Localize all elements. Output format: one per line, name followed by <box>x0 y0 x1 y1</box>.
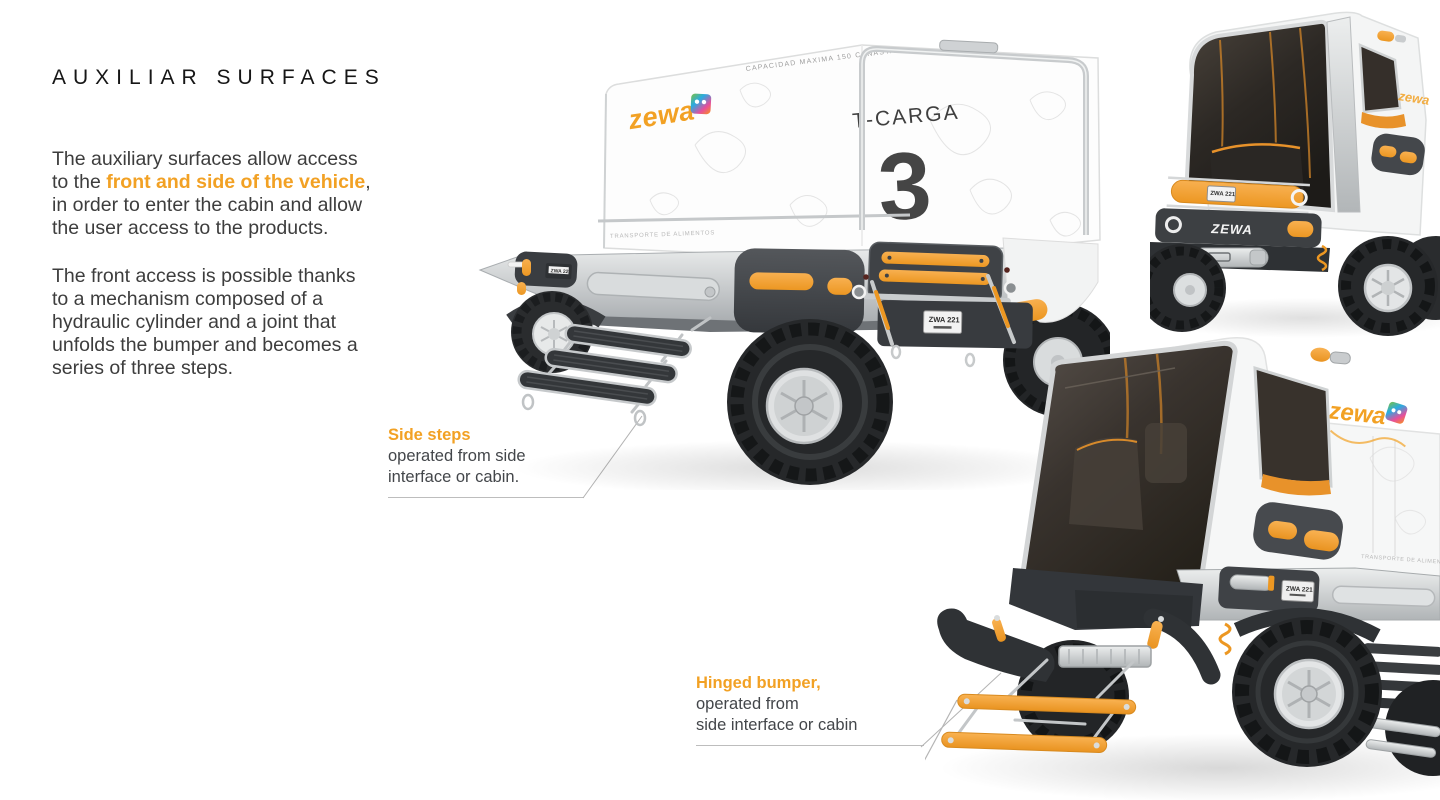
windshield-glass <box>1183 19 1336 213</box>
suspension-coil <box>1218 622 1232 656</box>
front-right-wheel <box>1338 236 1440 336</box>
page-title: AUXILIAR SURFACES <box>52 66 386 90</box>
intro-copy: The auxiliary surfaces allow access to t… <box>52 148 374 405</box>
p1-before: The auxiliary surfaces allow access to t… <box>52 148 358 193</box>
callout-hinged-bumper-line1: operated from <box>696 695 799 713</box>
tow-ring-right <box>1003 280 1019 296</box>
license-plate: ZWA 221 <box>1206 185 1237 203</box>
tow-ring-left <box>851 284 867 300</box>
side-accent-panel <box>733 248 865 334</box>
door-window <box>1253 365 1333 496</box>
svg-text:ZWA 221: ZWA 221 <box>929 315 960 325</box>
bumper-step-lower <box>941 731 1108 753</box>
support-cable <box>925 699 958 761</box>
rear-orange-bar-2 <box>878 269 991 286</box>
chassis: ZWA 221 <box>1009 566 1440 630</box>
rear-accent-panel <box>867 241 1004 305</box>
paragraph-1: The auxiliary surfaces allow access to t… <box>52 148 374 240</box>
svg-text:ZWA 221: ZWA 221 <box>1210 191 1236 198</box>
callout-side-steps: Side steps operated from side interface … <box>388 425 584 498</box>
rear-orange-bar-1 <box>881 251 990 267</box>
callout-hinged-bumper-title: Hinged bumper, <box>696 674 821 692</box>
side-mini-plate: ZWA 221 <box>545 263 572 280</box>
lower-marker-lamp <box>517 282 526 295</box>
tail-light-left <box>863 274 869 280</box>
rear-face: ZWA 221 <box>851 237 1099 368</box>
front-left-wheel <box>1150 244 1226 332</box>
side-caption: TRANSPORTE DE ALIMENTOS <box>610 230 715 240</box>
step-rails <box>953 658 1135 744</box>
plate-panel: ZWA 221 <box>1218 566 1320 613</box>
license-plate: ZWA 221 <box>1280 579 1315 603</box>
callout-side-steps-title: Side steps <box>388 426 471 444</box>
step-3 <box>517 369 657 407</box>
render-front-quarter-view: zewa ZWA 221 ZEWA <box>1150 11 1440 338</box>
callout-side-steps-line2: interface or cabin. <box>388 468 520 486</box>
hydraulic-cylinder-left <box>992 618 1006 642</box>
front-lamp-cluster <box>1371 133 1425 176</box>
contour-pattern <box>1369 436 1426 556</box>
contour-pattern <box>649 82 1081 237</box>
roof-frame <box>859 39 1089 235</box>
hinged-bumper <box>925 608 1232 761</box>
license-plate: ZWA 221 <box>922 310 963 334</box>
front-right-wheel <box>1232 607 1382 767</box>
lower-bumper: ZEWA <box>1155 208 1322 248</box>
side-steps <box>517 316 712 427</box>
side-rail-slot <box>586 271 721 302</box>
zewa-logo: zewa <box>1326 397 1408 448</box>
callout-side-steps-line1: operated from side <box>388 447 526 465</box>
callout-hinged-bumper-line2: side interface or cabin <box>696 716 858 734</box>
cargo-box: zewa CAPACIDAD MAXIMA 150 CANASTAS T-CAR… <box>597 44 1101 254</box>
turnbuckle-rods <box>870 274 1016 368</box>
side-rail-slot <box>1331 585 1436 608</box>
tail-light-right <box>1004 267 1010 273</box>
step-1 <box>564 323 692 359</box>
windshield-glass <box>1018 340 1238 604</box>
side-brand-mark: zewa <box>1397 88 1431 108</box>
paragraph-2: The front access is possible thanks to a… <box>52 265 358 379</box>
rear-bumper: ZWA 221 <box>877 300 1033 349</box>
front-marker-lamp <box>522 259 531 276</box>
hydraulic-cylinder-right <box>1147 621 1163 649</box>
door-window <box>1358 43 1406 129</box>
step-2 <box>544 347 678 384</box>
a-pillar <box>1326 16 1361 213</box>
radiator <box>1058 645 1152 668</box>
render-front-steps-view: TRANSPORTE DE ALIMENTOS zewa <box>925 337 1440 800</box>
unit-number: 3 <box>876 132 934 241</box>
beacon-light <box>1310 347 1351 365</box>
rear-left-wheel <box>727 319 893 485</box>
bumper-brand: ZEWA <box>1210 221 1253 237</box>
p1-highlight: front and side of the vehicle <box>106 171 366 193</box>
beacon-light <box>1377 30 1407 43</box>
bumper-step-upper <box>957 693 1137 715</box>
svg-text:ZWA 221: ZWA 221 <box>1286 585 1314 593</box>
front-bumper-bar: ZWA 221 <box>1166 176 1310 215</box>
svg-text:ZWA 221: ZWA 221 <box>550 268 571 275</box>
zewa-logo-icon <box>690 93 712 115</box>
svg-text:zewa: zewa <box>1326 397 1387 430</box>
front-lamp-cluster <box>1253 502 1343 560</box>
suspension-coil <box>1316 244 1328 272</box>
p1-after: , in order to enter the cabin and allow … <box>52 171 371 239</box>
callout-hinged-bumper: Hinged bumper, operated from side interf… <box>696 673 924 746</box>
